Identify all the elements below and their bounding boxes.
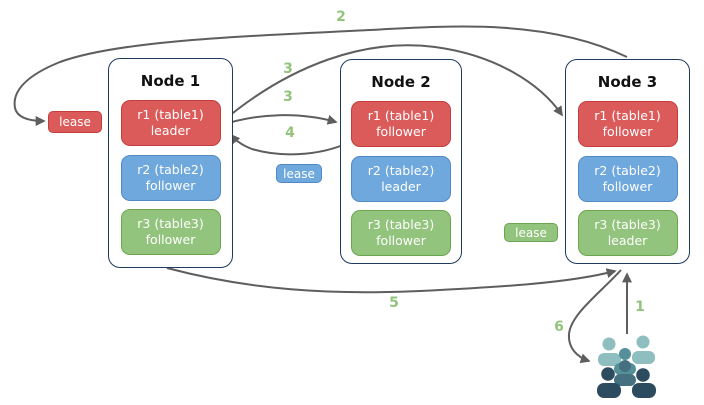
user-figure-back-right [632,335,655,364]
user-figure-middle-front [614,360,636,386]
lease-badge-table2: lease [276,164,322,183]
replica-role: leader [150,123,191,138]
replica-role: leader [381,179,421,194]
node1-replica-r1: r1 (table1) leader [120,100,221,146]
replica-role: follower [376,124,426,139]
user-figure-back-left [598,337,621,366]
node2-replica-r1: r1 (table1) follower [351,101,451,147]
users-group-icon [597,335,656,398]
step-label-2: 2 [336,9,346,25]
arrow-step-5-node1-to-node3 [166,267,617,294]
node2-replica-r3: r3 (table3) follower [351,210,451,256]
replica-name: r1 (table1) [137,106,204,122]
replica-role: follower [602,124,653,139]
node3-replica-r1: r1 (table1) follower [577,101,678,147]
replica-role: follower [145,232,196,247]
replica-role: follower [145,178,196,193]
node3-replica-r2: r2 (table2) follower [577,156,678,202]
replica-name: r2 (table2) [367,162,435,178]
arrow-step-4-node2-to-node1 [229,133,351,156]
node3-replica-r3: r3 (table3) leader [577,210,678,256]
arrow-step-6-node3-to-users [567,269,622,364]
replica-name: r3 (table3) [137,215,204,231]
step-label-3a: 3 [283,61,293,77]
replica-role: follower [602,179,653,194]
node1-replica-r2: r2 (table2) follower [120,155,221,201]
step-label-4: 4 [285,125,295,141]
node-2: Node 2 r1 (table1) follower r2 (table2) … [340,59,462,264]
step-label-6: 6 [554,319,564,335]
replica-role: follower [376,233,426,248]
replica-role: leader [607,233,648,248]
node1-replica-r3: r3 (table3) follower [120,209,221,255]
replica-name: r3 (table3) [594,216,661,232]
user-figure-front-right [632,368,656,398]
arrow-step-3-node1-to-node2 [221,114,338,126]
user-figure-front-left [597,367,621,398]
lease-label: lease [515,225,547,240]
replica-name: r1 (table1) [594,107,661,123]
lease-label: lease [59,115,91,129]
node-3-title: Node 3 [597,73,658,91]
lease-badge-table1: lease [48,111,102,133]
node-1-title: Node 1 [140,72,201,90]
node-2-title: Node 2 [371,73,431,91]
arrow-step-2-node3-to-lease1 [13,25,628,126]
replica-name: r2 (table2) [137,161,204,177]
node-3: Node 3 r1 (table1) follower r2 (table2) … [565,59,690,264]
arrow-step-3-node1-to-node3 [222,44,563,122]
node2-replica-r2: r2 (table2) leader [351,156,451,202]
replica-name: r2 (table2) [594,162,661,178]
replica-name: r1 (table1) [367,107,435,123]
step-label-1: 1 [635,299,645,315]
step-label-5: 5 [389,295,399,311]
node-1: Node 1 r1 (table1) leader r2 (table2) fo… [108,58,233,268]
step-label-3b: 3 [283,89,293,105]
lease-label: lease [283,166,315,181]
replica-name: r3 (table3) [367,216,435,232]
lease-badge-table3: lease [504,223,558,242]
